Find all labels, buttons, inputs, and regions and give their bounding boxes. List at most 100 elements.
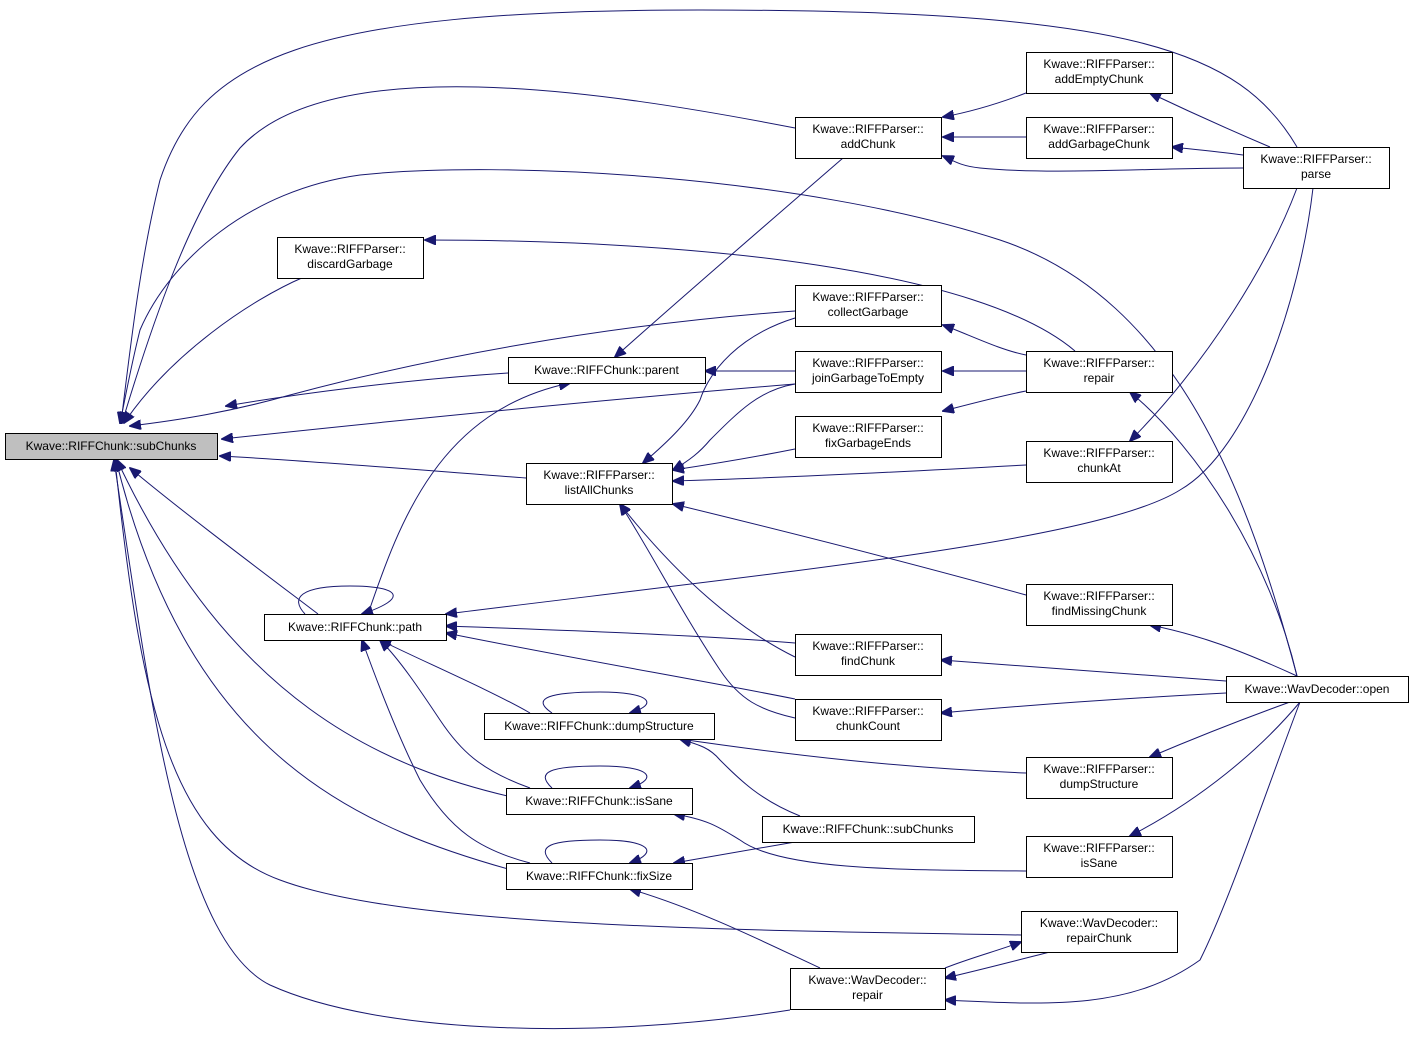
- node-box: [762, 816, 975, 843]
- node-box: [1026, 117, 1173, 159]
- node-box: [1026, 584, 1173, 626]
- node-label: Kwave::RIFFParser::: [812, 356, 923, 370]
- node-open[interactable]: Kwave::WavDecoder::open: [1226, 676, 1409, 703]
- node-addEmptyChunk[interactable]: Kwave::RIFFParser::addEmptyChunk: [1026, 52, 1173, 94]
- call-edge-parse-to-root: [121, 9, 1298, 423]
- node-chunkCount[interactable]: Kwave::RIFFParser::chunkCount: [795, 699, 942, 741]
- node-parse[interactable]: Kwave::RIFFParser::parse: [1243, 147, 1390, 189]
- node-label: Kwave::RIFFParser::: [812, 122, 923, 136]
- call-edge-parse-to-path: [446, 187, 1314, 614]
- node-box: [5, 433, 218, 460]
- call-edge-addEmptyChunk-to-addChunk: [943, 92, 1027, 117]
- node-joinGarbage[interactable]: Kwave::RIFFParser::joinGarbageToEmpty: [795, 351, 942, 393]
- node-chunkAt[interactable]: Kwave::RIFFParser::chunkAt: [1026, 441, 1173, 483]
- call-edge-isSaneChunk-to-root: [117, 460, 531, 802]
- node-label: Kwave::RIFFParser::: [1043, 122, 1154, 136]
- node-label: dumpStructure: [1060, 777, 1139, 791]
- node-box: [1243, 147, 1390, 189]
- node-label: repair: [1084, 371, 1115, 385]
- call-edge-path-to-root: [130, 468, 319, 615]
- edge-layer: [114, 9, 1314, 1030]
- call-edge-parserRepair-to-discardGarbage: [425, 240, 1076, 352]
- call-edge-parse-to-addGarbageChunk: [1172, 147, 1244, 156]
- node-label: addGarbageChunk: [1048, 137, 1150, 151]
- call-edge-open-to-chunkCount: [941, 692, 1227, 713]
- node-layer: Kwave::RIFFChunk::subChunksKwave::RIFFPa…: [5, 52, 1409, 1010]
- node-label: findMissingChunk: [1052, 604, 1148, 618]
- node-label: repair: [852, 988, 883, 1002]
- node-box: [506, 788, 693, 815]
- call-edge-findChunk-to-path: [446, 626, 796, 644]
- call-edge-chunkAt-to-listAllChunks: [673, 464, 1027, 481]
- node-box: [506, 863, 693, 890]
- node-label: Kwave::WavDecoder::open: [1245, 682, 1390, 696]
- node-box: [1021, 911, 1178, 953]
- node-discardGarbage[interactable]: Kwave::RIFFParser::discardGarbage: [277, 237, 424, 279]
- node-findChunk[interactable]: Kwave::RIFFParser::findChunk: [795, 634, 942, 676]
- node-label: parse: [1301, 167, 1331, 181]
- node-box: [795, 351, 942, 393]
- node-label: Kwave::RIFFChunk::dumpStructure: [504, 719, 694, 733]
- node-dumpStructure[interactable]: Kwave::RIFFChunk::dumpStructure: [484, 713, 715, 740]
- node-label: fixGarbageEnds: [825, 436, 911, 450]
- call-edge-subChunks2-to-fixSize: [674, 841, 796, 863]
- call-edge-isSaneChunk-to-isSaneChunk: [544, 765, 648, 788]
- call-edge-dumpStructure-to-dumpStructure: [542, 691, 648, 713]
- node-findMissingChunk[interactable]: Kwave::RIFFParser::findMissingChunk: [1026, 584, 1173, 626]
- node-label: Kwave::RIFFParser::: [1043, 446, 1154, 460]
- call-edge-open-to-root: [120, 169, 1298, 677]
- call-edge-path-to-parent: [367, 383, 570, 615]
- node-label: chunkCount: [836, 719, 901, 733]
- call-edge-addChunk-to-parent: [615, 157, 844, 357]
- node-label: collectGarbage: [828, 305, 909, 319]
- node-box: [1026, 836, 1173, 878]
- node-label: addEmptyChunk: [1055, 72, 1145, 86]
- call-edge-joinGarbage-to-listAllChunks: [673, 383, 796, 470]
- call-edge-open-to-parserRepair: [1130, 392, 1298, 677]
- call-edge-open-to-wavRepair: [945, 701, 1301, 1003]
- node-listAllChunks[interactable]: Kwave::RIFFParser::listAllChunks: [526, 463, 673, 505]
- call-edge-open-to-parserDump: [1150, 701, 1291, 757]
- node-path[interactable]: Kwave::RIFFChunk::path: [264, 614, 447, 641]
- node-label: Kwave::RIFFChunk::path: [288, 620, 422, 634]
- node-isSaneChunk[interactable]: Kwave::RIFFChunk::isSane: [506, 788, 693, 815]
- node-box: [1226, 676, 1409, 703]
- call-edge-chunkCount-to-path: [446, 633, 796, 700]
- node-label: addChunk: [841, 137, 897, 151]
- node-box: [526, 463, 673, 505]
- node-parserRepair[interactable]: Kwave::RIFFParser::repair: [1026, 351, 1173, 393]
- node-fixGarbageEnds[interactable]: Kwave::RIFFParser::fixGarbageEnds: [795, 416, 942, 458]
- node-box: [795, 117, 942, 159]
- node-label: Kwave::RIFFParser::: [1043, 356, 1154, 370]
- node-box: [795, 634, 942, 676]
- call-edge-fixGarbageEnds-to-listAllChunks: [673, 448, 796, 470]
- node-fixSize[interactable]: Kwave::RIFFChunk::fixSize: [506, 863, 693, 890]
- node-parserIsSane[interactable]: Kwave::RIFFParser::isSane: [1026, 836, 1173, 878]
- node-label: listAllChunks: [565, 483, 634, 497]
- call-edge-path-to-path: [298, 585, 394, 614]
- call-edge-parserIsSane-to-isSaneChunk: [674, 814, 1027, 872]
- node-root[interactable]: Kwave::RIFFChunk::subChunks: [5, 433, 218, 460]
- node-collectGarbage[interactable]: Kwave::RIFFParser::collectGarbage: [795, 285, 942, 327]
- call-edge-parse-to-addChunk: [943, 156, 1244, 172]
- call-edge-addChunk-to-root: [122, 86, 796, 423]
- node-label: Kwave::RIFFChunk::subChunks: [26, 439, 197, 453]
- node-parent[interactable]: Kwave::RIFFChunk::parent: [508, 357, 706, 384]
- call-edge-findMissingChunk-to-listAllChunks: [673, 504, 1027, 596]
- node-label: Kwave::RIFFParser::: [1043, 762, 1154, 776]
- node-wavRepair[interactable]: Kwave::WavDecoder::repair: [790, 968, 946, 1010]
- node-repairChunk[interactable]: Kwave::WavDecoder::repairChunk: [1021, 911, 1178, 953]
- call-edge-parserRepair-to-collectGarbage: [943, 325, 1027, 356]
- node-parserDump[interactable]: Kwave::RIFFParser::dumpStructure: [1026, 757, 1173, 799]
- call-edge-open-to-parserIsSane: [1130, 701, 1301, 836]
- node-addGarbageChunk[interactable]: Kwave::RIFFParser::addGarbageChunk: [1026, 117, 1173, 159]
- node-label: Kwave::RIFFChunk::parent: [534, 363, 679, 377]
- call-edge-isSaneChunk-to-path: [380, 640, 531, 789]
- call-edge-parserDump-to-dumpStructure: [680, 739, 1027, 774]
- node-addChunk[interactable]: Kwave::RIFFParser::addChunk: [795, 117, 942, 159]
- node-subChunks2[interactable]: Kwave::RIFFChunk::subChunks: [762, 816, 975, 843]
- call-edge-collectGarbage-to-root: [130, 310, 796, 426]
- call-edge-joinGarbage-to-root: [222, 383, 796, 439]
- call-edge-fixSize-to-path: [362, 640, 531, 864]
